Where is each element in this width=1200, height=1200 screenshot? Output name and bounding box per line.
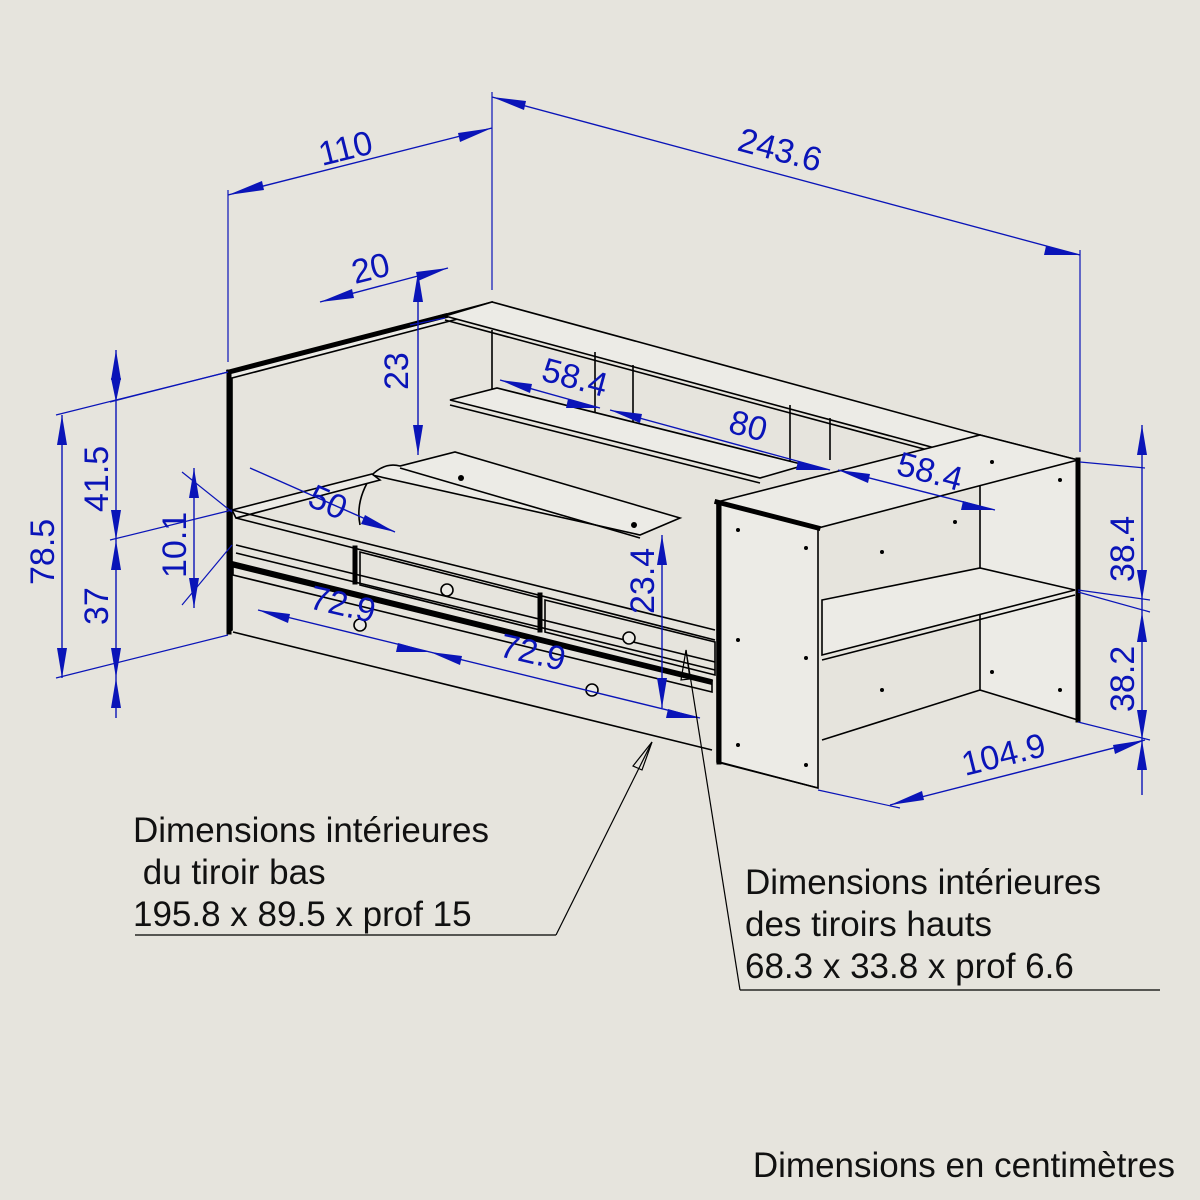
dim-side-upper: 38.4	[1104, 516, 1142, 582]
front-shelf	[230, 473, 382, 519]
note-upper-line2: des tiroirs hauts	[745, 905, 992, 944]
drawer-knob[interactable]	[440, 583, 454, 597]
dim-top-shelf-height: 23	[378, 352, 416, 390]
note-upper-drawers: Dimensions intérieures des tiroirs hauts…	[745, 863, 1101, 986]
note-upper-line3: 68.3 x 33.8 x prof 6.6	[745, 947, 1074, 986]
dim-side-depth: 104.9	[958, 726, 1050, 783]
bed-outline	[225, 300, 1082, 790]
right-front-panel	[716, 500, 819, 790]
upper-drawer-left[interactable]	[359, 550, 541, 632]
upper-drawer-right[interactable]	[544, 598, 716, 677]
lower-drawer[interactable]	[232, 560, 713, 694]
note-lower-line1: Dimensions intérieures	[133, 811, 489, 850]
dim-side-lower: 38.2	[1104, 646, 1142, 712]
drawer-knob[interactable]	[353, 618, 367, 632]
note-lower-drawer: Dimensions intérieures du tiroir bas 195…	[133, 811, 489, 934]
note-upper-line1: Dimensions intérieures	[745, 863, 1101, 902]
left-panel-top-edge	[225, 312, 449, 376]
back-top-board	[442, 301, 983, 449]
dim-drawer-front-height: 23.4	[624, 548, 662, 614]
right-unit-shelf	[821, 567, 1076, 657]
units-footer: Dimensions en centimètres	[753, 1146, 1175, 1185]
note-lower-line3: 195.8 x 89.5 x prof 15	[133, 895, 472, 934]
dim-niche-width-left: 58.4	[538, 351, 612, 405]
dimension-lines	[55, 92, 1151, 809]
dim-drawer-gap: 10.1	[156, 512, 194, 578]
drawer-knob[interactable]	[622, 631, 636, 645]
note-leaders	[135, 649, 1160, 991]
dim-upper-height: 41.5	[78, 446, 116, 512]
dim-top-shelf-depth: 20	[348, 246, 394, 292]
screw-holes	[458, 460, 1062, 767]
dim-total-height: 78.5	[24, 519, 62, 585]
dim-overall-length: 243.6	[734, 121, 826, 180]
dim-lower-height: 37	[78, 587, 116, 625]
note-lower-line2: du tiroir bas	[133, 853, 326, 892]
dim-overall-depth: 110	[315, 124, 377, 174]
mattress-platform	[370, 451, 683, 536]
